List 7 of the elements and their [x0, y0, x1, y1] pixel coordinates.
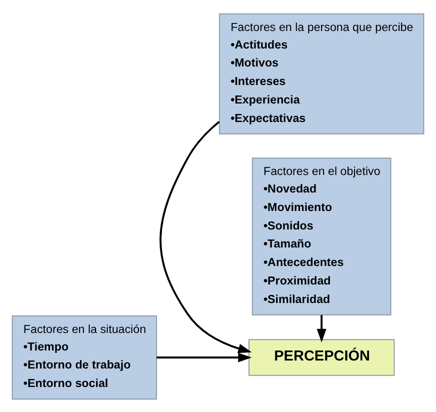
- arrow: [316, 314, 326, 342]
- node-box: Factores en la situación •Tiempo •Entorno de trabajo •Entorno social: [12, 314, 158, 400]
- node-box: Factores en la persona que percibe •Actitudes •Motivos •Intereses •Experiencia •Expectativas: [218, 12, 424, 134]
- node-box: PERCEPCIÓN: [248, 338, 395, 376]
- arrow: [156, 352, 252, 362]
- node-box: Factores en el objetivo •Novedad •Movimiento •Sonidos •Tamaño •Antecedentes •Proximidad •Similaridad: [252, 157, 392, 315]
- arrow: [160, 120, 252, 353]
